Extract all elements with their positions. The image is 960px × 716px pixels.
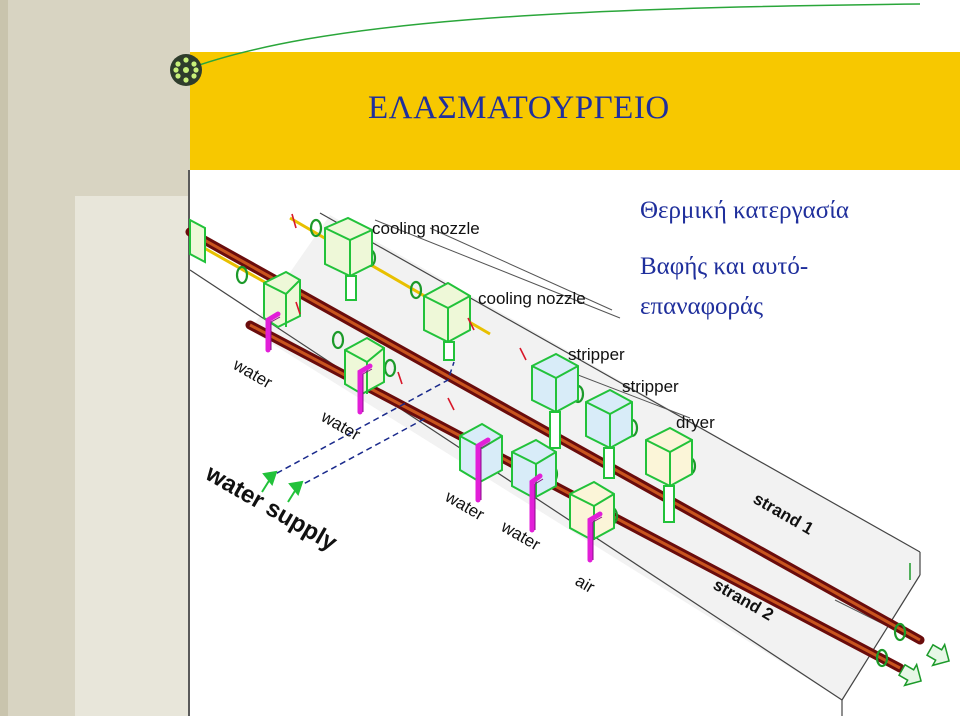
pipe-tick-marks <box>291 213 527 411</box>
water-feed-pipes <box>265 311 603 563</box>
arrow-right-icon <box>895 638 956 693</box>
cooling-nozzle-box-1 <box>189 218 206 264</box>
left-panel-strip <box>0 0 8 716</box>
dryer-box-1 <box>645 426 693 523</box>
label-water-1: water <box>229 355 276 393</box>
heading-line-3: επαναφοράς <box>640 293 763 320</box>
left-panel-inner <box>75 196 190 716</box>
water-supply-dashed-lines <box>267 361 455 489</box>
label-air: air <box>572 571 598 597</box>
stripper-box-2 <box>585 388 633 479</box>
label-stripper-1: stripper <box>568 345 625 364</box>
label-cooling-nozzle-1: cooling nozzle <box>372 219 480 238</box>
heading-line-2: Βαφής και αυτό- <box>640 253 808 280</box>
stripper-box-1 <box>531 352 579 449</box>
cooling-nozzle-box-3 <box>263 270 301 329</box>
heading-line-1: Θερμική κατεργασία <box>640 197 849 224</box>
cooling-nozzle-box-2 <box>324 216 373 301</box>
frame-divider <box>188 170 190 716</box>
label-stripper-2: stripper <box>622 377 679 396</box>
dryer-box-2 <box>569 480 615 542</box>
label-water-4: water <box>497 517 544 555</box>
label-dryer: dryer <box>676 413 715 432</box>
decorative-curve <box>184 3 921 71</box>
label-cooling-nozzle-2: cooling nozzle <box>478 289 586 308</box>
water-feed-pipe-outlines <box>270 316 603 560</box>
title-band <box>190 52 960 170</box>
green-dot-cluster-icon <box>170 54 202 86</box>
slide-title: ΕΛΑΣΜΑΤΟΥΡΓΕΙΟ <box>368 90 670 126</box>
cooling-nozzle-box-4 <box>423 281 471 361</box>
cooling-nozzle-box-5 <box>344 336 385 396</box>
water-supply-arrows <box>261 470 304 503</box>
